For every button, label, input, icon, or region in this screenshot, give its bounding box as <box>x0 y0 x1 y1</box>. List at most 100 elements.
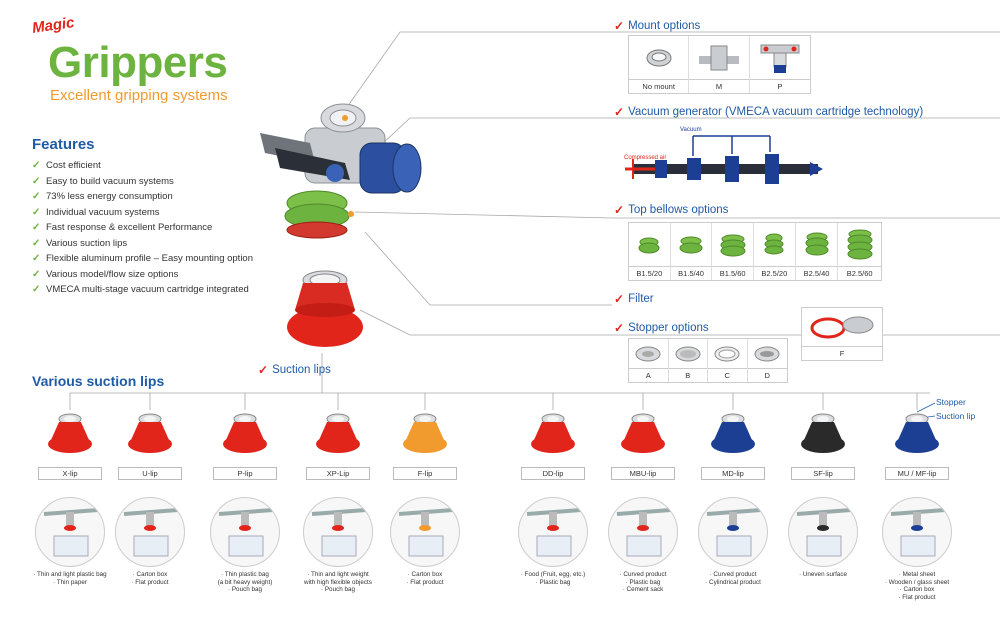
check-icon: ✓ <box>32 206 41 218</box>
application-line: · Plastic bag <box>625 578 661 586</box>
lip-label[interactable]: MU / MF-lip <box>885 467 949 480</box>
compressed-air-label: Compressed air <box>624 155 667 161</box>
application-illustration <box>398 508 454 557</box>
application-line: · Flat product <box>898 593 936 601</box>
application-text: · Uneven surface <box>775 571 871 579</box>
filter-option-box: F <box>801 307 883 361</box>
mount-option[interactable]: M <box>689 36 750 93</box>
bellows-title: ✓ Top bellows options <box>614 203 729 217</box>
application-image <box>518 497 588 567</box>
check-icon: ✓ <box>614 105 625 119</box>
check-icon: ✓ <box>32 160 41 171</box>
check-icon: ✓ <box>614 292 625 306</box>
application-line: · Metal sheet <box>898 571 936 578</box>
bellows-option[interactable]: B1.5/60 <box>712 223 755 280</box>
feature-item: ✓Cost efficient <box>32 158 253 174</box>
application-illustration <box>706 508 762 557</box>
application-line: with high flexible objects <box>304 578 372 586</box>
stopper-icon <box>635 346 661 361</box>
features-title: Features <box>32 136 95 153</box>
feature-item: ✓Various model/flow size options <box>32 267 253 283</box>
check-icon: ✓ <box>614 19 625 33</box>
filter-icon <box>810 316 874 339</box>
suction-lip-icon <box>316 413 360 453</box>
mount-none-icon <box>646 49 672 66</box>
application-illustration <box>123 508 179 557</box>
application-image <box>390 497 460 567</box>
application-text: · Curved product· Plastic bag· Cement sa… <box>595 571 691 594</box>
bellows-icon <box>805 232 829 255</box>
lip-label[interactable]: X-lip <box>38 467 102 480</box>
application-line: · Flat product <box>406 578 444 586</box>
check-icon: ✓ <box>32 268 41 280</box>
application-image <box>210 497 280 567</box>
suction-lip-icon <box>621 413 665 453</box>
feature-item: ✓Individual vacuum systems <box>32 205 253 221</box>
application-line: · Curved product <box>709 571 757 578</box>
bellows-option[interactable]: B1.5/20 <box>629 223 671 280</box>
application-image <box>788 497 858 567</box>
application-line: · Food (Fruit, egg, etc.) <box>520 571 586 578</box>
suction-lip-icon <box>711 413 755 453</box>
mount-options-title: ✓ Mount options <box>614 19 701 33</box>
feature-item: ✓VMECA multi-stage vacuum cartridge inte… <box>32 282 253 298</box>
features-list: ✓Cost efficient ✓Easy to build vacuum sy… <box>32 158 253 298</box>
mount-p-icon <box>760 44 800 73</box>
stopper-option[interactable]: D <box>747 339 787 382</box>
application-image <box>303 497 373 567</box>
check-icon: ✓ <box>258 363 269 377</box>
filter-title: ✓ Filter <box>614 292 654 306</box>
lip-label[interactable]: F-lip <box>393 467 457 480</box>
mount-options-row: No mount M P <box>628 35 811 94</box>
gripper-illustration <box>260 103 422 239</box>
application-line: (a bit heavy weight) <box>217 578 273 586</box>
stopper-options-row: A B C D <box>628 338 788 383</box>
feature-item: ✓73% less energy consumption <box>32 189 253 205</box>
application-image <box>882 497 952 567</box>
lip-label[interactable]: P-lip <box>213 467 277 480</box>
suction-lip-icon <box>48 413 92 453</box>
stopper-option[interactable]: B <box>668 339 708 382</box>
lip-label[interactable]: XP-Lip <box>306 467 370 480</box>
application-illustration <box>43 508 99 557</box>
stopper-option[interactable]: C <box>708 339 748 382</box>
bellows-option[interactable]: B2.5/60 <box>838 223 881 280</box>
bellows-icon <box>679 236 703 253</box>
bellows-option[interactable]: B2.5/20 <box>754 223 796 280</box>
stopper-icon <box>754 346 780 361</box>
application-line: · Pouch bag <box>321 586 355 594</box>
lip-label[interactable]: SF-lip <box>791 467 855 480</box>
application-text: · Metal sheet· Wooden / glass sheet· Car… <box>869 571 965 601</box>
lip-label[interactable]: DD-lip <box>521 467 585 480</box>
application-text: · Thin plastic bag(a bit heavy weight)· … <box>197 571 293 594</box>
mount-option[interactable]: P <box>749 36 811 93</box>
application-line: · Thin plastic bag <box>221 571 269 578</box>
stopper-option[interactable]: A <box>629 339 669 382</box>
bellows-option[interactable]: B2.5/40 <box>795 223 839 280</box>
application-text: · Thin and light plastic bag· Thin paper <box>22 571 118 586</box>
lips-title: Various suction lips <box>32 373 165 389</box>
check-icon: ✓ <box>32 175 41 187</box>
application-illustration <box>526 508 582 557</box>
bellows-icon <box>638 237 660 253</box>
application-line: · Plastic bag <box>535 578 571 586</box>
application-line: · Flat product <box>131 578 169 586</box>
lip-label[interactable]: MBU-lip <box>611 467 675 480</box>
lip-label[interactable]: MD-lip <box>701 467 765 480</box>
application-image <box>115 497 185 567</box>
lip-label[interactable]: U-lip <box>118 467 182 480</box>
bellows-option[interactable]: B1.5/40 <box>670 223 713 280</box>
suction-lip-icon <box>895 413 939 453</box>
application-line: · Wooden / glass sheet <box>884 578 950 586</box>
vacuum-label: Vacuum <box>680 127 702 133</box>
application-line: · Carton box <box>899 586 935 594</box>
filter-option[interactable]: F <box>802 308 882 360</box>
application-text: · Food (Fruit, egg, etc.)· Plastic bag <box>505 571 601 586</box>
check-icon: ✓ <box>32 222 41 233</box>
mount-option[interactable]: No mount <box>629 36 690 93</box>
application-illustration <box>890 508 946 557</box>
stopper-label: Stopper <box>936 397 966 407</box>
stopper-icon <box>675 346 701 361</box>
brand-subtitle: Excellent gripping systems <box>50 87 228 104</box>
